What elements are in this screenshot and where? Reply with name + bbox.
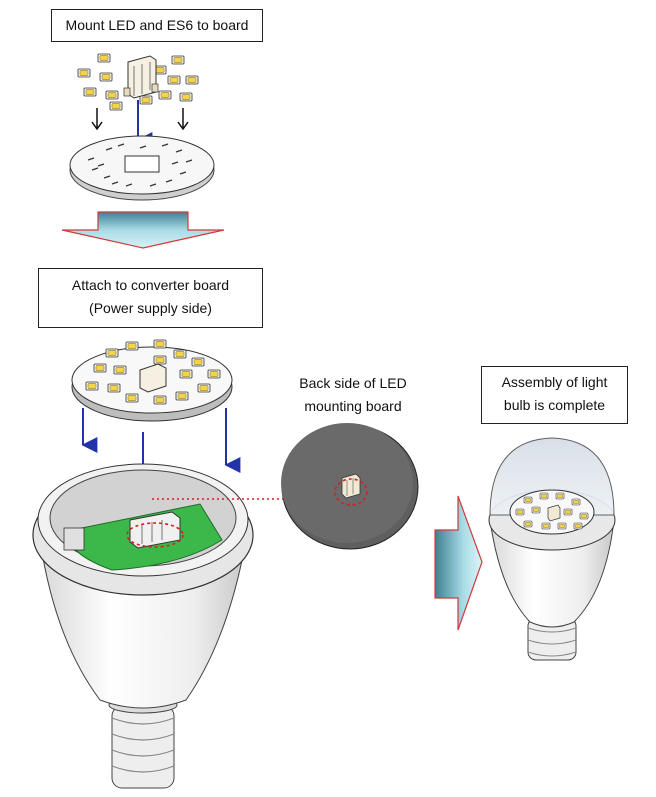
complete-label: Assembly of light bulb is complete: [481, 366, 628, 424]
back-side-label: Back side of LED mounting board: [282, 372, 424, 418]
led-chip-icon: [97, 53, 111, 63]
bare-led-board: [69, 135, 215, 201]
step1-label: Mount LED and ES6 to board: [51, 9, 263, 42]
step2-line2: (Power supply side): [89, 300, 212, 316]
led-chip-icon: [105, 90, 119, 100]
flow-arrow-right: [434, 495, 483, 631]
led-chip-icon: [185, 75, 199, 85]
led-chip-icon: [158, 90, 172, 100]
bulb-housing: [32, 463, 254, 789]
socket-highlight: [126, 522, 184, 548]
completed-bulb: [488, 437, 616, 661]
step2-label: Attach to converter board (Power supply …: [38, 268, 263, 328]
led-chip-icon: [83, 87, 97, 97]
step1-text: Mount LED and ES6 to board: [65, 17, 249, 33]
led-chip-icon: [167, 75, 181, 85]
complete-line1: Assembly of light: [501, 374, 608, 390]
led-chip-icon: [179, 92, 193, 102]
back-side-line1: Back side of LED: [299, 375, 407, 391]
flow-arrow-down: [61, 211, 225, 249]
led-chip-icon: [99, 72, 113, 82]
complete-line2: bulb is complete: [503, 397, 606, 413]
step2-line1: Attach to converter board: [71, 277, 230, 293]
led-chip-icon: [109, 101, 123, 111]
back-side-line2: mounting board: [304, 398, 402, 414]
es6-connector-icon: [123, 55, 159, 99]
populated-led-board: [71, 339, 233, 422]
led-chip-icon: [139, 95, 153, 105]
led-chip-icon: [171, 55, 185, 65]
placement-arrows: [91, 108, 189, 131]
back-side-board: [281, 423, 419, 550]
led-chip-icon: [77, 68, 91, 78]
